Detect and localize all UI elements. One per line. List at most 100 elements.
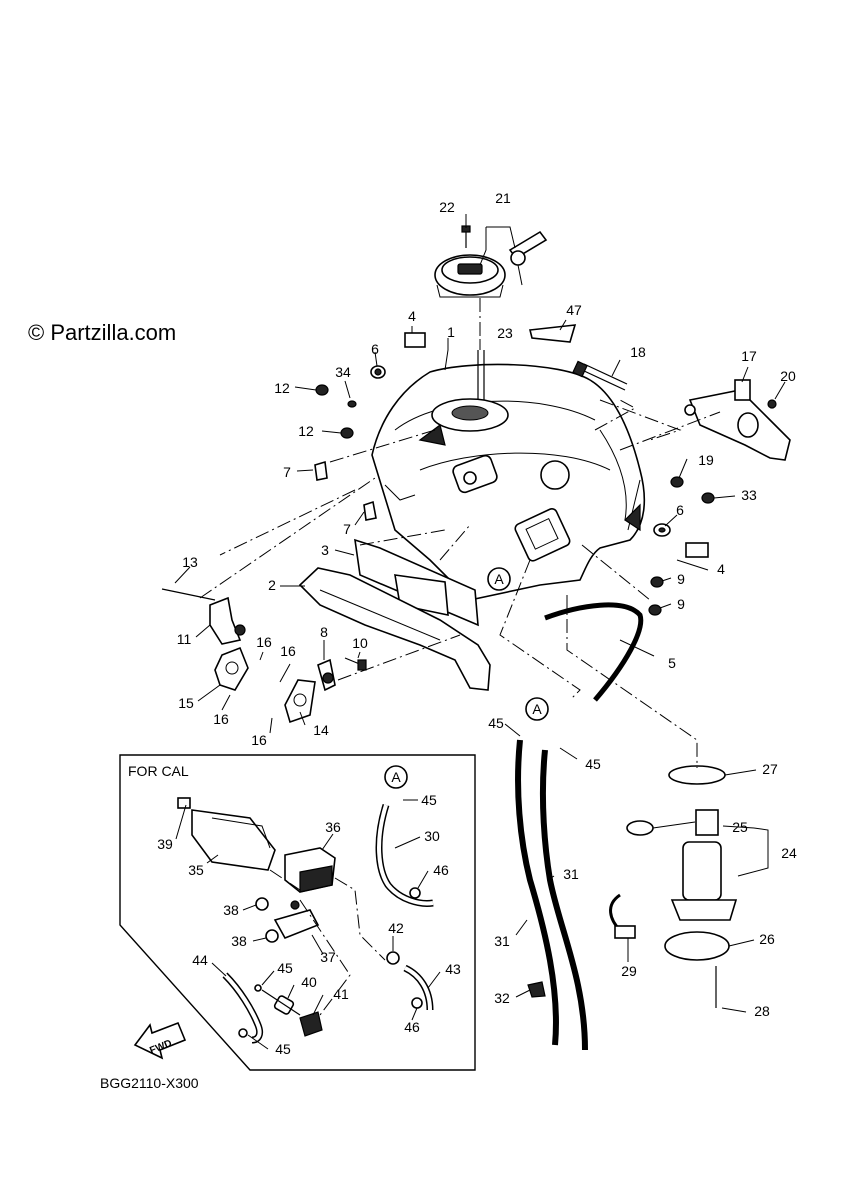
callout: 42 xyxy=(388,920,404,936)
callout: 26 xyxy=(759,931,775,947)
callout: 19 xyxy=(698,452,714,468)
callout: 36 xyxy=(325,819,341,835)
callout: 2 xyxy=(268,577,276,593)
callout: 14 xyxy=(313,722,329,738)
callout: 18 xyxy=(630,344,646,360)
valve-40[interactable] xyxy=(261,989,301,1016)
collar-7a[interactable] xyxy=(314,460,328,481)
grommet-33[interactable] xyxy=(701,492,715,504)
callout: 10 xyxy=(352,635,368,651)
gasket-27[interactable] xyxy=(668,765,726,785)
bracket-11[interactable] xyxy=(209,596,246,645)
callout: 31 xyxy=(563,866,579,882)
bolt-38a[interactable] xyxy=(255,897,269,911)
bolt-18[interactable] xyxy=(572,360,628,391)
callout: 38 xyxy=(223,902,239,918)
cap-bolt[interactable] xyxy=(461,225,471,248)
clamp-46a[interactable] xyxy=(409,887,421,899)
svg-text:A: A xyxy=(494,571,504,587)
diagram-code: BGG2110-X300 xyxy=(100,1075,199,1091)
bolt-10[interactable] xyxy=(344,657,367,671)
callout: 37 xyxy=(320,949,336,965)
callout: 7 xyxy=(343,521,351,537)
callout: 45 xyxy=(421,792,437,808)
callout: 44 xyxy=(192,952,208,968)
collar-7b[interactable] xyxy=(363,500,377,521)
callout: 39 xyxy=(157,836,173,852)
hose-30[interactable] xyxy=(375,803,434,907)
collar-12a[interactable] xyxy=(315,384,329,396)
callout-leaders xyxy=(174,214,786,1013)
lower-panel[interactable] xyxy=(298,567,491,691)
clamp-45-inset[interactable] xyxy=(254,984,262,992)
callout: 29 xyxy=(621,963,637,979)
stay-37[interactable] xyxy=(273,900,320,940)
grommet-6-top[interactable] xyxy=(370,365,386,379)
callout: 6 xyxy=(371,341,379,357)
emblem-4-top xyxy=(404,332,426,348)
fuel-pump[interactable] xyxy=(626,809,738,921)
damper-9a[interactable] xyxy=(650,576,664,588)
clip-42[interactable] xyxy=(386,951,400,965)
ref-circle-a-hose: A xyxy=(525,697,549,721)
bolt-20[interactable] xyxy=(767,399,777,409)
callout: 46 xyxy=(404,1019,420,1035)
bolt-38b[interactable] xyxy=(265,929,279,943)
fuel-tank[interactable] xyxy=(371,363,646,601)
screw-34[interactable] xyxy=(347,400,357,408)
callout: 45 xyxy=(275,1041,291,1057)
callout: 16 xyxy=(213,711,229,727)
callout: 12 xyxy=(274,380,290,396)
dashed-leaders xyxy=(199,298,721,768)
bracket-8[interactable] xyxy=(317,658,336,692)
bracket-15[interactable] xyxy=(214,646,249,691)
ref-circle-a-tank: A xyxy=(487,567,511,591)
callout: 20 xyxy=(780,368,796,384)
svg-text:A: A xyxy=(391,769,401,785)
cal-inset: FOR CAL A xyxy=(119,754,476,1071)
callout: 25 xyxy=(732,819,748,835)
callout: 38 xyxy=(231,933,247,949)
callout: 4 xyxy=(717,561,725,577)
callout: 17 xyxy=(741,348,757,364)
callout: 6 xyxy=(676,502,684,518)
callout: 8 xyxy=(320,624,328,640)
callout: 45 xyxy=(488,715,504,731)
canister-bracket[interactable] xyxy=(684,379,791,461)
fuel-hose-pair[interactable] xyxy=(515,739,588,1051)
canister-35[interactable] xyxy=(177,797,276,871)
grommet-19[interactable] xyxy=(670,476,684,488)
callout: 5 xyxy=(668,655,676,671)
callout: 15 xyxy=(178,695,194,711)
callout: 45 xyxy=(277,960,293,976)
clamp-46b[interactable] xyxy=(411,997,423,1009)
callout: 24 xyxy=(781,845,797,861)
callout: 16 xyxy=(256,634,272,650)
grommet-6-right[interactable] xyxy=(653,523,671,537)
bolt-13[interactable] xyxy=(161,588,216,601)
fuel-cap[interactable] xyxy=(434,254,506,298)
svg-text:A: A xyxy=(532,701,542,717)
callout: 40 xyxy=(301,974,317,990)
fuel-line-29[interactable] xyxy=(609,893,636,939)
plate-26[interactable] xyxy=(664,931,730,961)
clamp-32[interactable] xyxy=(527,981,546,998)
damper-9b[interactable] xyxy=(648,604,662,616)
joint-41[interactable] xyxy=(299,1011,323,1037)
key-set[interactable] xyxy=(508,230,548,286)
callout-numbers: 22 21 47 4 1 23 18 17 20 6 34 12 12 7 19… xyxy=(157,190,797,1057)
collar-12b[interactable] xyxy=(340,427,354,439)
bracket-14[interactable] xyxy=(284,679,316,724)
fwd-arrow: FWD xyxy=(133,1021,187,1060)
callout: 35 xyxy=(188,862,204,878)
callout: 34 xyxy=(335,364,351,380)
callout: 1 xyxy=(447,324,455,340)
callout: 11 xyxy=(177,631,192,647)
callout: 9 xyxy=(677,571,685,587)
callout: 47 xyxy=(566,302,582,318)
callout: 21 xyxy=(495,190,511,206)
weatherstrip[interactable] xyxy=(544,602,644,702)
clamp-45-lower[interactable] xyxy=(238,1028,248,1038)
callout: 22 xyxy=(439,199,455,215)
